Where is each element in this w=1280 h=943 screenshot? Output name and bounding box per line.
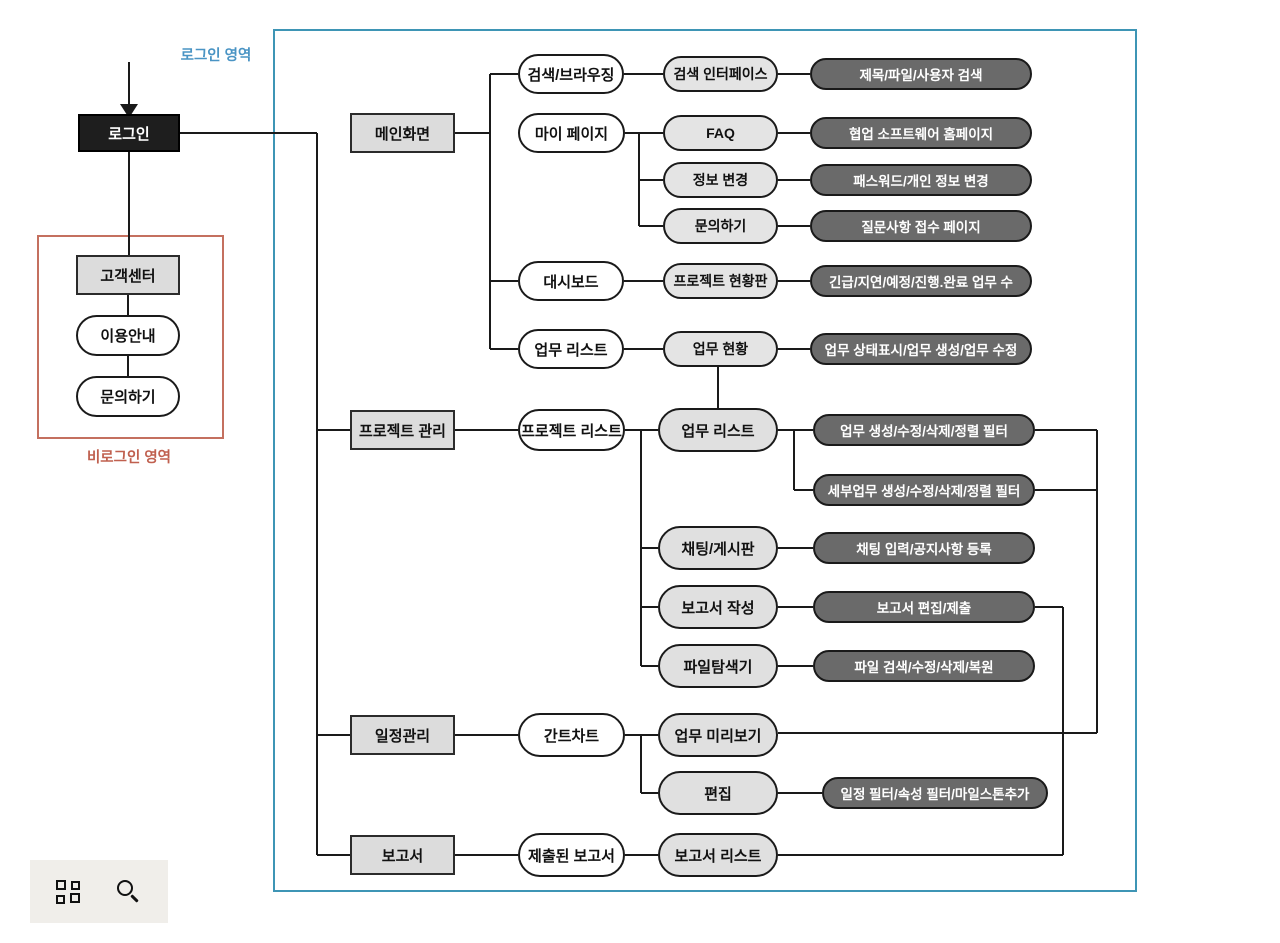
node-inquiry-page: 문의하기 [663, 208, 778, 244]
node-info-change: 정보 변경 [663, 162, 778, 198]
node-task-list-project: 업무 리스트 [658, 408, 778, 452]
search-icon[interactable] [116, 878, 142, 906]
node-faq: FAQ [663, 115, 778, 151]
node-dashboard: 대시보드 [518, 261, 624, 301]
node-task-count-status: 긴급/지연/예정/진행.완료 업무 수 [810, 265, 1032, 297]
login-area-label: 로그인 영역 [180, 48, 252, 64]
node-project-status-board: 프로젝트 현황판 [663, 263, 778, 299]
node-title-file-user-search: 제목/파일/사용자 검색 [810, 58, 1032, 90]
node-edit: 편집 [658, 771, 778, 815]
node-task-crud-filter: 업무 생성/수정/삭제/정렬 필터 [813, 414, 1035, 446]
node-login: 로그인 [78, 114, 180, 152]
node-customer-center: 고객센터 [76, 255, 180, 295]
node-chat-input-notice: 채팅 입력/공지사항 등록 [813, 532, 1035, 564]
node-report-edit-submit: 보고서 편집/제출 [813, 591, 1035, 623]
node-schedule-attr-milestone-filter: 일정 필터/속성 필터/마일스톤추가 [822, 777, 1048, 809]
node-chat-board: 채팅/게시판 [658, 526, 778, 570]
node-project-list: 프로젝트 리스트 [518, 409, 625, 451]
node-search-interface: 검색 인터페이스 [663, 56, 778, 92]
non-login-area-frame [37, 235, 224, 439]
node-task-status: 업무 현황 [663, 331, 778, 367]
node-gantt-chart: 간트차트 [518, 713, 625, 757]
login-area-frame [273, 29, 1137, 892]
node-project-management: 프로젝트 관리 [350, 410, 455, 450]
node-my-page: 마이 페이지 [518, 113, 625, 153]
node-task-state-display: 업무 상태표시/업무 생성/업무 수정 [810, 333, 1032, 365]
node-inquiry: 문의하기 [76, 376, 180, 417]
node-task-list-main: 업무 리스트 [518, 329, 624, 369]
node-question-reception-page: 질문사항 접수 페이지 [810, 210, 1032, 242]
node-report-list: 보고서 리스트 [658, 833, 778, 877]
non-login-area-label: 비로그인 영역 [86, 450, 172, 466]
node-subtask-crud-filter: 세부업무 생성/수정/삭제/정렬 필터 [813, 474, 1035, 506]
node-submitted-report: 제출된 보고서 [518, 833, 625, 877]
node-usage-guide: 이용안내 [76, 315, 180, 356]
viewer-toolbar [30, 860, 168, 923]
node-report: 보고서 [350, 835, 455, 875]
node-search-browsing: 검색/브라우징 [518, 54, 624, 94]
node-main-screen: 메인화면 [350, 113, 455, 153]
node-file-search-crud: 파일 검색/수정/삭제/복원 [813, 650, 1035, 682]
node-task-preview: 업무 미리보기 [658, 713, 778, 757]
grid-icon[interactable] [56, 879, 80, 904]
node-schedule-management: 일정관리 [350, 715, 455, 755]
node-collab-homepage: 협업 소프트웨어 홈페이지 [810, 117, 1032, 149]
node-password-info-change: 패스워드/개인 정보 변경 [810, 164, 1032, 196]
node-file-explorer: 파일탐색기 [658, 644, 778, 688]
node-report-write: 보고서 작성 [658, 585, 778, 629]
